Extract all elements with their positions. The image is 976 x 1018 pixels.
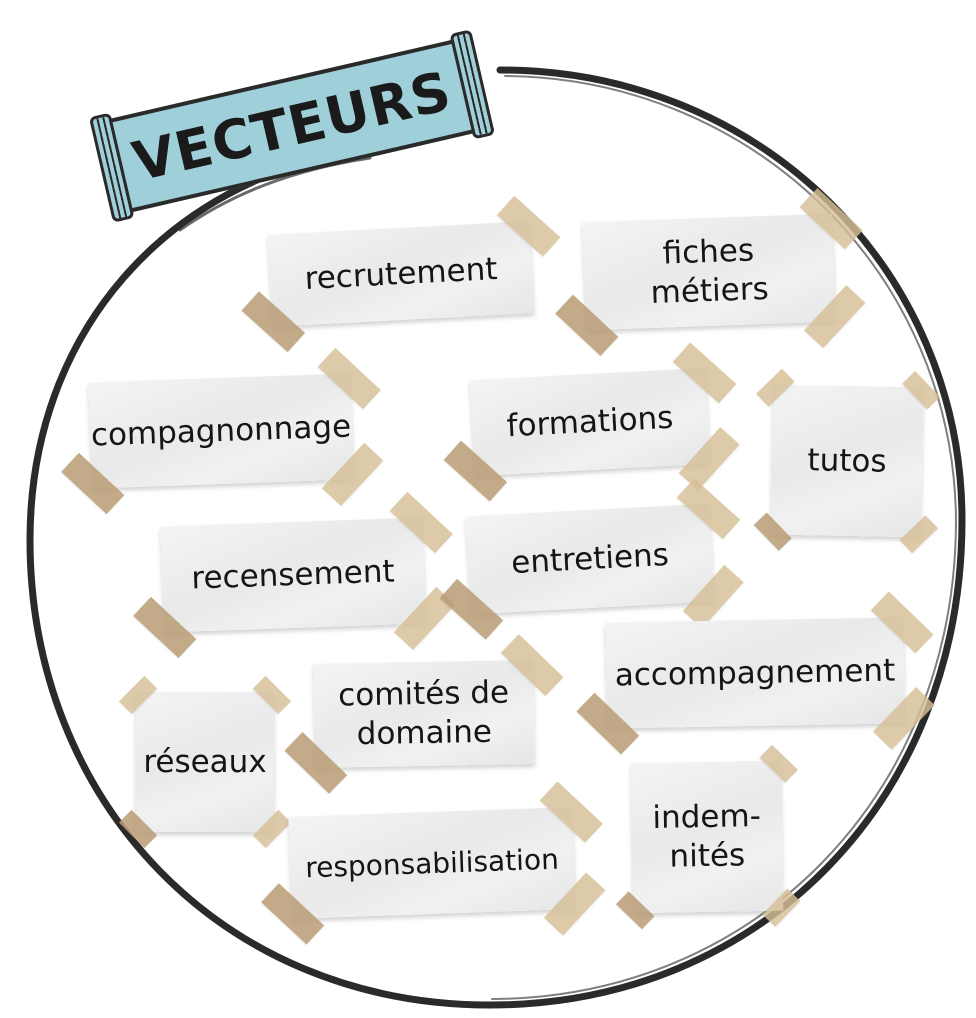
note-reseaux: réseaux [118,675,292,849]
note-label: compagnonnage [90,408,352,454]
note-label: tutos [807,441,887,480]
note-formations: formations [443,342,740,502]
note-label: fiches métiers [650,232,770,312]
note-label: recensement [190,553,396,597]
note-fiches-metiers: fiches métiers [555,188,866,356]
note-label: entretiens [510,536,670,581]
note-label: formations [505,399,675,444]
note-label: responsabilisation [304,842,560,884]
note-recrutement: recrutement [241,195,561,353]
note-accompagnement: accompagnement [576,591,935,755]
note-label: accompagnement [614,652,896,694]
note-label: recrutement [303,250,499,297]
note-recensement: recensement [133,491,456,659]
note-compagnonnage: compagnonnage [61,347,384,515]
note-label: comités de domaine [337,674,510,753]
note-indemnites: indem- nités [616,744,801,930]
note-responsabilisation: responsabilisation [261,781,606,945]
note-tutos: tutos [753,368,941,554]
note-label: indem- nités [652,798,762,875]
note-comites-de-domaine: comités de domaine [284,634,564,794]
note-label: réseaux [143,743,267,780]
note-entretiens: entretiens [439,478,744,640]
